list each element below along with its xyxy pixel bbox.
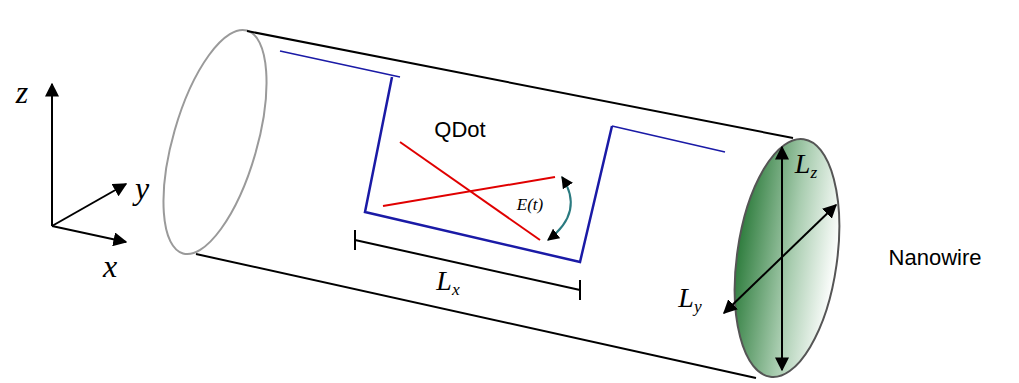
dimension-line xyxy=(355,240,580,290)
dimension-label: Ly xyxy=(678,284,701,315)
dimension-arrow xyxy=(724,205,836,313)
dimension-label: Lz xyxy=(795,150,817,181)
axis-arrow xyxy=(52,184,126,226)
potential-barrier-left xyxy=(280,51,400,77)
part-label: Nanowire xyxy=(889,247,982,269)
field-arrow xyxy=(548,177,571,240)
dimension-arrow xyxy=(781,147,783,370)
axis-label: y xyxy=(135,172,149,204)
axis-label: x xyxy=(103,250,117,282)
field-label: E(t) xyxy=(517,196,543,213)
potential-barrier-right xyxy=(612,126,725,152)
axis-arrow xyxy=(52,226,126,242)
wire-end-left xyxy=(143,19,288,265)
axis-label: z xyxy=(16,76,28,108)
dimension-label: Lx xyxy=(436,267,459,298)
potential-well xyxy=(365,77,612,262)
dimension-tick xyxy=(579,280,581,300)
axis-arrow xyxy=(51,84,53,226)
wire-edge-top xyxy=(247,31,793,138)
wire-edge-bottom xyxy=(196,254,756,378)
region-label: QDot xyxy=(434,119,485,141)
dimension-tick xyxy=(354,230,356,250)
wire-cross-section xyxy=(721,132,853,383)
